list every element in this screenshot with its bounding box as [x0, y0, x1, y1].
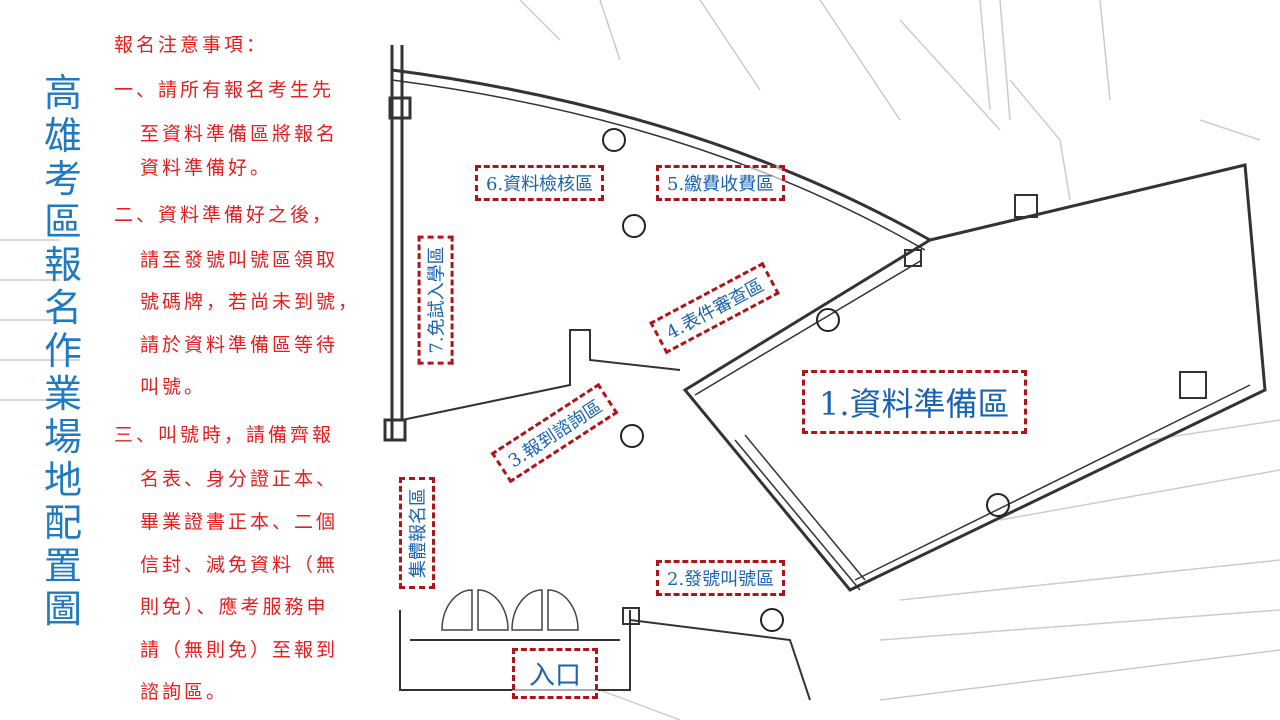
note-line: 請於資料準備區等待 — [140, 334, 339, 356]
entrance-label: 入口 — [512, 648, 599, 699]
title-char: 雄 — [43, 114, 82, 158]
notes-heading: 報名注意事項： — [114, 34, 269, 56]
floor-plan-walls — [383, 45, 1267, 701]
note-line: 至資料準備區將報名 — [140, 123, 339, 145]
note-line: 二、資料準備好之後， — [114, 204, 335, 226]
note-line: 則免）、應考服務申 — [140, 596, 329, 618]
note-line: 畢業證書正本、二個 — [140, 511, 339, 533]
note-line: 一、請所有報名考生先 — [114, 79, 335, 101]
note-line: 名表、身分證正本、 — [140, 468, 339, 490]
title-char: 場 — [43, 415, 82, 459]
title-char: 報 — [43, 243, 82, 287]
note-line: 請至發號叫號區領取 — [140, 249, 339, 271]
title-char: 地 — [43, 458, 82, 502]
title-char: 作 — [43, 329, 82, 373]
title-char: 考 — [43, 157, 82, 201]
zone-5-payment: 5.繳費收費區 — [656, 165, 786, 201]
entrance-doors — [441, 589, 579, 631]
columns — [602, 128, 1010, 632]
title-char: 業 — [43, 372, 82, 416]
title-char: 圖 — [43, 587, 82, 631]
note-line: 資料準備好。 — [140, 157, 273, 179]
note-line: 信封、減免資料（無 — [140, 554, 339, 576]
title-char: 名 — [43, 286, 82, 330]
zone-2-ticket-calling: 2.發號叫號區 — [656, 560, 786, 596]
note-line: 請（無則免）至報到 — [140, 639, 339, 661]
title-char: 區 — [43, 200, 82, 244]
zone-1-data-preparation: 1.資料準備區 — [802, 370, 1027, 434]
note-line: 三、叫號時，請備齊報 — [114, 424, 335, 446]
note-line: 諮詢區。 — [140, 681, 229, 703]
title-char: 置 — [43, 544, 82, 588]
zone-group-registration: 集體報名區 — [399, 477, 435, 589]
note-line: 叫號。 — [140, 376, 207, 398]
zone-7-exam-free-admission: 7.免試入學區 — [417, 235, 454, 365]
note-line: 號碼牌，若尚未到號， — [140, 291, 361, 313]
zone-6-data-check: 6.資料檢核區 — [475, 165, 605, 201]
title-char: 配 — [43, 501, 82, 545]
title-char: 高 — [43, 71, 82, 115]
